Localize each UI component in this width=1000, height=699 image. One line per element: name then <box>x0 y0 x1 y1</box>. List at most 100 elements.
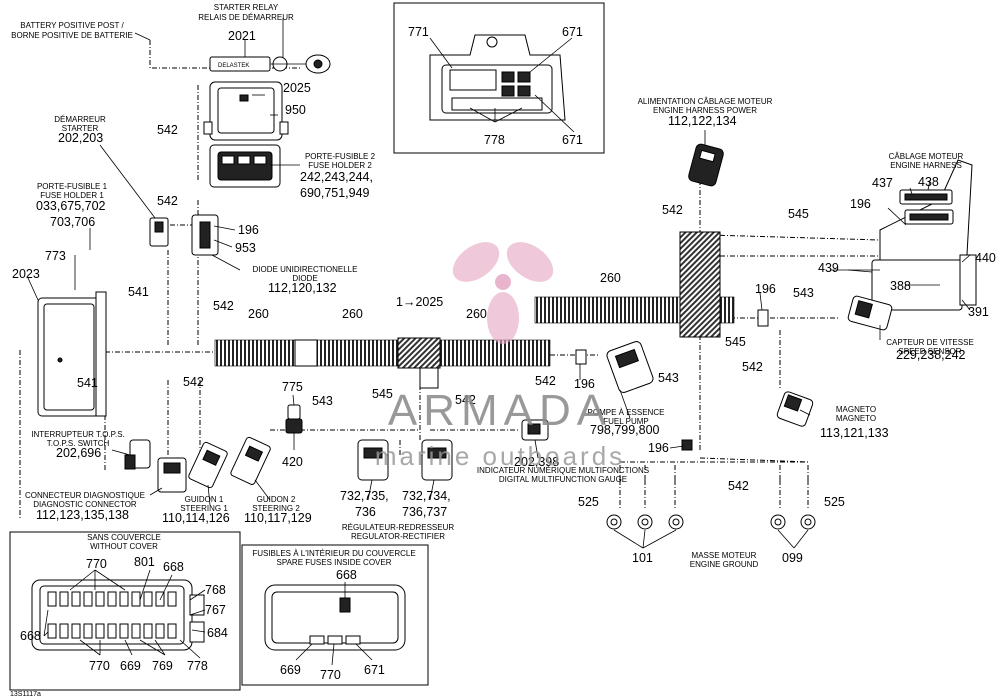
pn-770-c: 770 <box>320 668 341 682</box>
pn-703: 703,706 <box>50 215 95 229</box>
pn-196-e: 196 <box>648 441 669 455</box>
pn-202-203: 202,203 <box>58 131 103 145</box>
inset-fuse-box-without-cover <box>9 531 241 691</box>
pn-196-b: 196 <box>574 377 595 391</box>
pn-953: 953 <box>235 241 256 255</box>
pn-778-b: 778 <box>187 659 208 673</box>
pn-420: 420 <box>282 455 303 469</box>
connector-196-mid <box>575 349 587 365</box>
pn-438: 438 <box>918 175 939 189</box>
pn-770-a: 770 <box>86 557 107 571</box>
fuse-holder-1 <box>37 291 107 417</box>
pn-768: 768 <box>205 583 226 597</box>
pn-112-120: 112,120,132 <box>268 281 337 295</box>
pn-541-a: 541 <box>128 285 149 299</box>
pn-542-c: 542 <box>213 299 234 313</box>
pn-260-a: 260 <box>248 307 269 321</box>
pn-545-a: 545 <box>372 387 393 401</box>
pn-229: 229,238,242 <box>896 348 966 362</box>
pn-542-i: 542 <box>728 479 749 493</box>
connector-196-lower <box>681 439 693 451</box>
fuse-holder-2 <box>209 144 281 188</box>
regulator-connector-2 <box>421 439 453 481</box>
pn-543-b: 543 <box>658 371 679 385</box>
caption-fuse-holder2-2: FUSE HOLDER 2 <box>308 161 372 170</box>
fuel-pump-connector <box>606 341 654 393</box>
watermark-sub: marine outboards <box>375 441 625 471</box>
caption-without-cover-1: SANS COUVERCLE <box>87 533 161 542</box>
caption-diode-2: DIODE <box>292 274 317 283</box>
pn-543-c: 543 <box>793 286 814 300</box>
magneto-connector <box>776 391 814 427</box>
diagnostic-connector <box>157 457 187 493</box>
steering-1-connector <box>188 441 228 489</box>
caption-steering1-2: STEERING 1 <box>180 504 228 513</box>
caption-spare-fuses-2: SPARE FUSES INSIDE COVER <box>277 558 392 567</box>
caption-demarreur-2: STARTER <box>62 124 99 133</box>
caption-regulator-1: RÉGULATEUR-REDRESSEUR <box>342 523 455 532</box>
pn-736-737: 736,737 <box>402 505 447 519</box>
inline-fuse <box>285 404 303 434</box>
caption-diag-2: DIAGNOSTIC CONNECTOR <box>33 500 137 509</box>
part-numbers: 2021 2025 950 202,203 033,675,702 703,70… <box>12 25 996 682</box>
caption-speed-sensor-1: CAPTEUR DE VITESSE <box>886 338 974 347</box>
pn-669-b: 669 <box>280 663 301 677</box>
pn-202-398: 202,398 <box>514 455 559 469</box>
pn-525-a: 525 <box>578 495 599 509</box>
caption-spare-fuses-1: FUSIBLES À L'INTÉRIEUR DU COUVERCLE <box>252 549 415 558</box>
caption-engine-harness-1: CÂBLAGE MOTEUR <box>889 152 964 161</box>
pn-671-b: 671 <box>562 133 583 147</box>
pn-773: 773 <box>45 249 66 263</box>
junction-block-right <box>679 231 721 338</box>
caption-fuse-holder1-1: PORTE-FUSIBLE 1 <box>37 182 108 191</box>
pn-260-b: 260 <box>342 307 363 321</box>
caption-tops-2: T.O.P.S. SWITCH <box>47 439 110 448</box>
pn-439: 439 <box>818 261 839 275</box>
pn-541-b: 541 <box>77 376 98 390</box>
pn-542-d: 542 <box>183 375 204 389</box>
caption-steering2-2: STEERING 2 <box>252 504 300 513</box>
pn-671-a: 671 <box>562 25 583 39</box>
caption-regulator-2: REGULATOR-RECTIFIER <box>351 532 445 541</box>
caption-magneto-2: MAGNETO <box>836 414 876 423</box>
pn-542-b: 542 <box>157 194 178 208</box>
starter-connector <box>149 217 169 247</box>
pn-770-b: 770 <box>89 659 110 673</box>
pn-684: 684 <box>207 626 228 640</box>
propeller-logo <box>452 242 554 344</box>
engine-harness-block <box>830 159 977 311</box>
sleeve-center <box>294 339 318 367</box>
figure-code: 13S1117a <box>10 691 41 698</box>
regulator-connector-1 <box>357 439 389 481</box>
pn-202-696: 202,696 <box>56 446 101 460</box>
pn-671-c: 671 <box>364 663 385 677</box>
caption-diag-1: CONNECTEUR DIAGNOSTIQUE <box>25 491 145 500</box>
pn-110-114: 110,114,126 <box>162 511 230 525</box>
pn-801: 801 <box>134 555 155 569</box>
pn-099: 099 <box>782 551 803 565</box>
pn-101: 101 <box>632 551 653 565</box>
caption-battery-post-2: BORNE POSITIVE DE BATTERIE <box>11 31 133 40</box>
pn-545-c: 545 <box>725 335 746 349</box>
caption-engine-harness-2: ENGINE HARNESS <box>890 161 962 170</box>
pn-732-a: 732,735, <box>340 489 389 503</box>
steering-2-connector <box>230 436 271 485</box>
caption-gauge-1: INDICATEUR NUMÉRIQUE MULTIFONCTIONS <box>477 466 649 475</box>
pn-668-c: 668 <box>336 568 357 582</box>
caption-engine-ground-1: MASSE MOTEUR <box>692 551 757 560</box>
caption-fuel-pump-1: POMPE À ESSENCE <box>588 408 665 417</box>
pn-732-b: 732,734, <box>402 489 451 503</box>
pn-033: 033,675,702 <box>36 199 106 213</box>
leader-lines <box>27 18 971 506</box>
pn-690: 690,751,949 <box>300 186 370 200</box>
pn-2025: 2025 <box>283 81 311 95</box>
diode-953 <box>191 214 219 256</box>
pn-950: 950 <box>285 103 306 117</box>
caption-fuel-pump-2: FUEL PUMP <box>603 417 649 426</box>
connector-196-right <box>757 309 769 327</box>
relay-brand-text: DELASTEK <box>218 63 249 69</box>
pn-242: 242,243,244, <box>300 170 373 184</box>
caption-harness-power-1: ALIMENTATION CÂBLAGE MOTEUR <box>638 97 773 106</box>
caption-demarreur-1: DÉMARREUR <box>54 115 106 124</box>
